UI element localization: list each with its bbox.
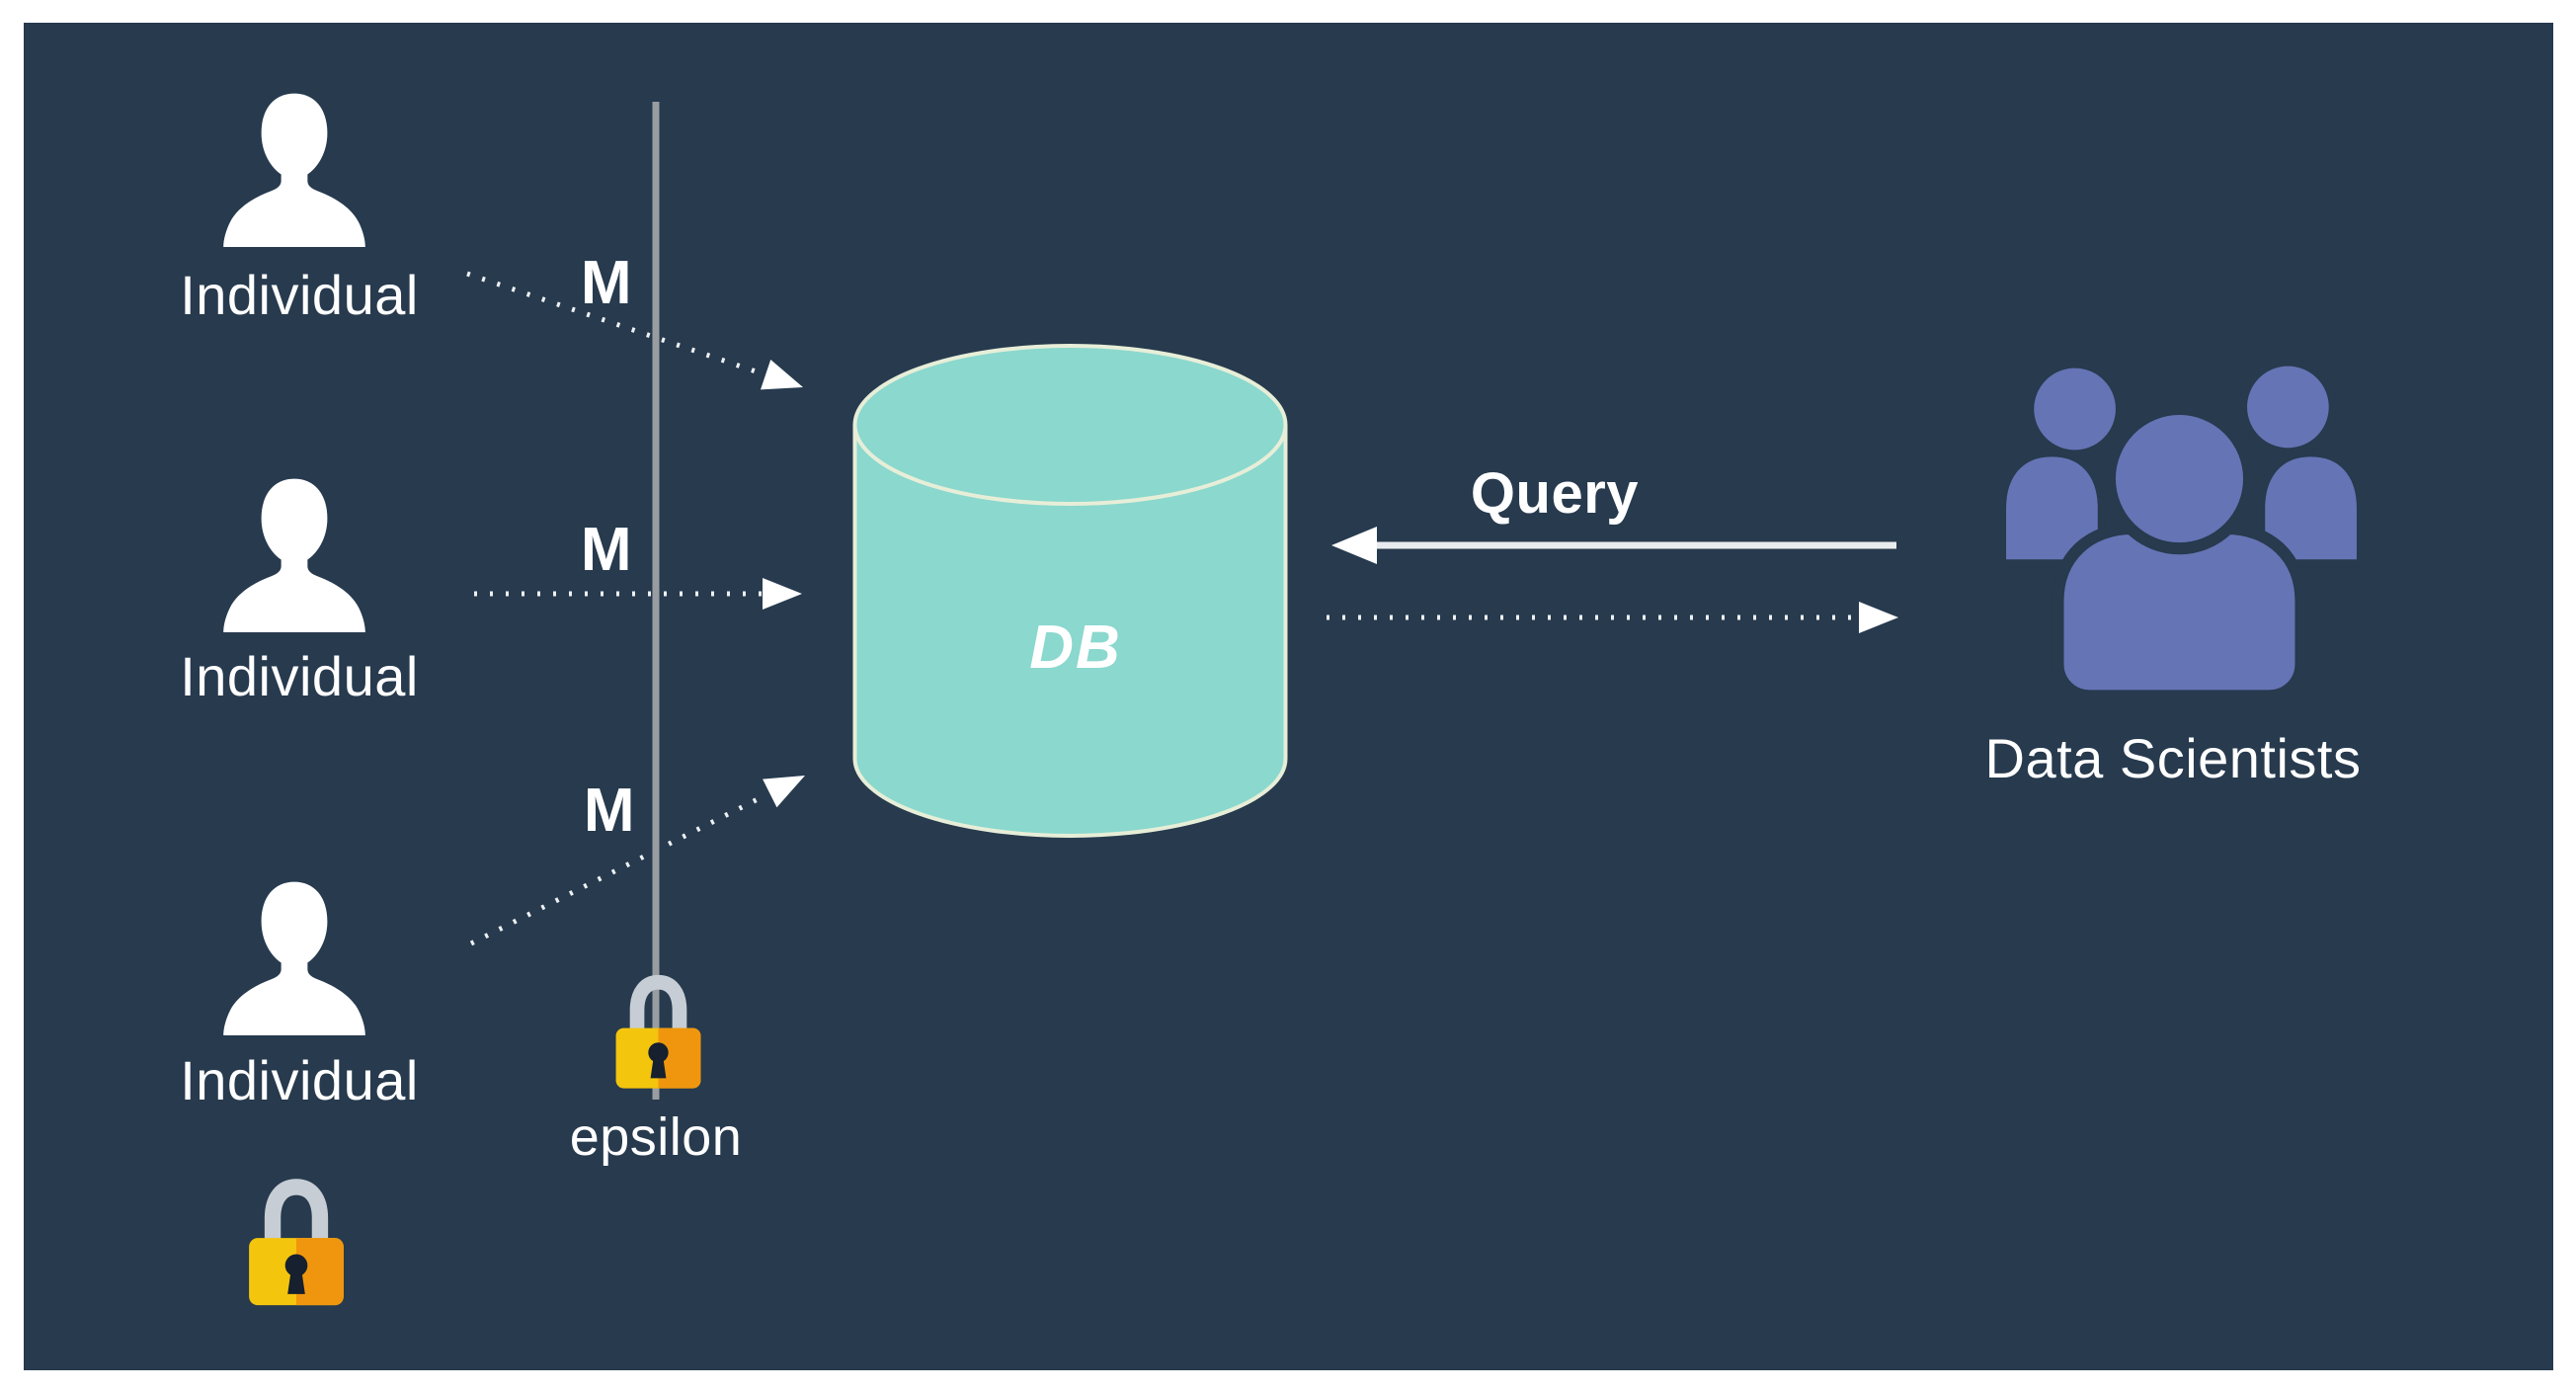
- database-label: DB: [1029, 614, 1122, 682]
- arrow-db-to-scientists: [1327, 602, 1898, 633]
- mechanism-m-label-1: M: [580, 249, 633, 317]
- person-icon: [223, 93, 365, 247]
- arrow-query-to-db: [1331, 527, 1896, 564]
- data-scientists-group-icon: [2002, 359, 2361, 698]
- individual-3-label: Individual: [180, 1049, 419, 1111]
- padlock-icon: [249, 1179, 344, 1306]
- person-icon: [223, 881, 365, 1035]
- database-cylinder-icon: [852, 344, 1288, 838]
- query-label: Query: [1470, 461, 1640, 526]
- data-scientists-label: Data Scientists: [1984, 727, 2362, 789]
- padlock-icon: [615, 974, 701, 1089]
- arrow-individual2-to-db: [474, 578, 802, 610]
- mechanism-m-label-3: M: [583, 777, 636, 845]
- individual-2-label: Individual: [180, 645, 419, 707]
- individual-1-label: Individual: [180, 264, 419, 326]
- person-icon: [223, 478, 365, 632]
- epsilon-label: epsilon: [569, 1107, 743, 1167]
- arrow-individual1-to-db: [466, 271, 803, 390]
- mechanism-m-label-2: M: [580, 516, 633, 584]
- arrow-individual3-to-db: [469, 776, 805, 946]
